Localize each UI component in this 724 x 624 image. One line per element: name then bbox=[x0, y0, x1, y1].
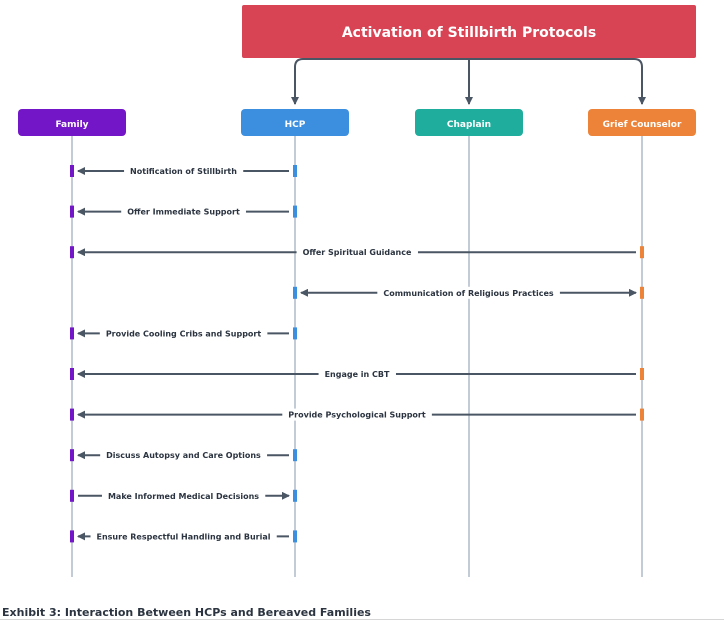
actor-family: Family bbox=[18, 109, 126, 136]
actor-box-grief bbox=[588, 109, 696, 136]
message-label: Offer Immediate Support bbox=[127, 208, 240, 217]
activation-bar-family bbox=[70, 368, 74, 380]
activation-bar-family bbox=[70, 246, 74, 259]
activation-bar-grief bbox=[640, 408, 644, 421]
message-label-bg bbox=[101, 489, 266, 502]
message-label-bg bbox=[377, 286, 560, 299]
message-label-bg bbox=[296, 246, 418, 259]
actor-grief: Grief Counselor bbox=[588, 109, 696, 136]
message-label-bg bbox=[90, 530, 277, 543]
activation-bar-hcp bbox=[293, 165, 297, 177]
message-label: Provide Cooling Cribs and Support bbox=[106, 329, 262, 338]
actors: Family HCP Chaplain Grief Counselor bbox=[18, 109, 696, 136]
actor-label-grief: Grief Counselor bbox=[603, 120, 682, 130]
message-offer-immediate-support: Offer Immediate Support bbox=[70, 205, 297, 218]
activation-bar-hcp bbox=[293, 286, 297, 299]
actor-label-hcp: HCP bbox=[285, 120, 306, 130]
figure-caption: Exhibit 3: Interaction Between HCPs and … bbox=[2, 606, 371, 619]
activation-bar-hcp bbox=[293, 489, 297, 502]
activation-bar-family bbox=[70, 327, 74, 340]
activation-bar-grief bbox=[640, 246, 644, 259]
sequence-diagram: Activation of Stillbirth Protocols Famil… bbox=[18, 5, 696, 577]
message-label: Make Informed Medical Decisions bbox=[108, 492, 259, 501]
activation-bar-hcp bbox=[293, 449, 297, 462]
lifelines bbox=[71, 136, 643, 577]
activation-bar-family bbox=[70, 408, 74, 421]
message-label: Engage in CBT bbox=[325, 370, 390, 379]
activation-bar-family bbox=[70, 530, 74, 543]
activation-bar-hcp bbox=[293, 327, 297, 340]
actor-box-chaplain bbox=[415, 109, 523, 136]
message-label-bg bbox=[282, 408, 432, 421]
message-provide-psychological-support: Provide Psychological Support bbox=[70, 408, 644, 421]
message-offer-spiritual-guidance: Offer Spiritual Guidance bbox=[70, 246, 644, 259]
message-label: Ensure Respectful Handling and Burial bbox=[97, 532, 271, 541]
message-make-informed-medical-decisions: Make Informed Medical Decisions bbox=[70, 489, 297, 502]
actor-chaplain: Chaplain bbox=[415, 109, 523, 136]
caption-rule bbox=[0, 619, 724, 620]
message-ensure-respectful-handling-and-burial: Ensure Respectful Handling and Burial bbox=[70, 530, 297, 543]
activation-bar-grief bbox=[640, 368, 644, 380]
header-box bbox=[242, 5, 696, 58]
message-communication-of-religious-practices: Communication of Religious Practices bbox=[293, 286, 644, 299]
activation-bar-family bbox=[70, 449, 74, 462]
header-title: Activation of Stillbirth Protocols bbox=[342, 25, 596, 41]
message-label: Discuss Autopsy and Care Options bbox=[106, 451, 261, 460]
message-label-bg bbox=[318, 368, 396, 380]
message-label: Communication of Religious Practices bbox=[383, 289, 554, 298]
message-label-bg bbox=[124, 165, 244, 177]
message-label: Offer Spiritual Guidance bbox=[303, 248, 412, 257]
actor-hcp: HCP bbox=[241, 109, 349, 136]
actor-box-family bbox=[18, 109, 126, 136]
activation-bar-hcp bbox=[293, 205, 297, 218]
header-connectors bbox=[291, 58, 646, 105]
message-label: Provide Psychological Support bbox=[288, 411, 426, 420]
activation-bar-family bbox=[70, 489, 74, 502]
message-label-bg bbox=[121, 205, 246, 218]
message-discuss-autopsy-and-care-options: Discuss Autopsy and Care Options bbox=[70, 449, 297, 462]
message-label-bg bbox=[99, 327, 268, 340]
actor-box-hcp bbox=[241, 109, 349, 136]
message-notification-of-stillbirth: Notification of Stillbirth bbox=[70, 165, 297, 177]
message-label: Notification of Stillbirth bbox=[130, 167, 237, 176]
actor-label-family: Family bbox=[55, 120, 88, 130]
activation-bar-grief bbox=[640, 286, 644, 299]
activation-bar-family bbox=[70, 165, 74, 177]
message-provide-cooling-cribs-and-support: Provide Cooling Cribs and Support bbox=[70, 327, 297, 340]
message-engage-in-cbt: Engage in CBT bbox=[70, 368, 644, 380]
activation-bar-family bbox=[70, 205, 74, 218]
activation-bar-hcp bbox=[293, 530, 297, 543]
message-label-bg bbox=[100, 449, 268, 462]
actor-label-chaplain: Chaplain bbox=[447, 120, 491, 130]
